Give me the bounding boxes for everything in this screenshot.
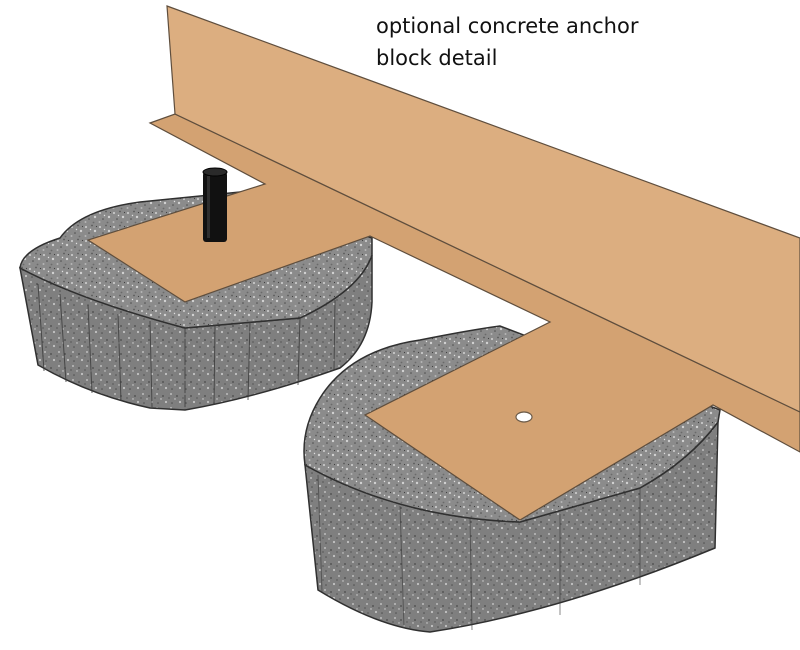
angle-vertical-flange: [166, 5, 800, 413]
caption-line-1: optional concrete anchor: [376, 14, 639, 38]
bolt-hole: [515, 411, 533, 423]
angle-horizontal-flange: [86, 113, 800, 521]
caption-line-2: block detail: [376, 46, 498, 70]
anchor-bolt: [202, 167, 228, 242]
right-block-seams: [317, 474, 641, 631]
diagram-caption: optional concrete anchor block detail: [376, 10, 776, 74]
left-block-seams: [37, 283, 336, 410]
